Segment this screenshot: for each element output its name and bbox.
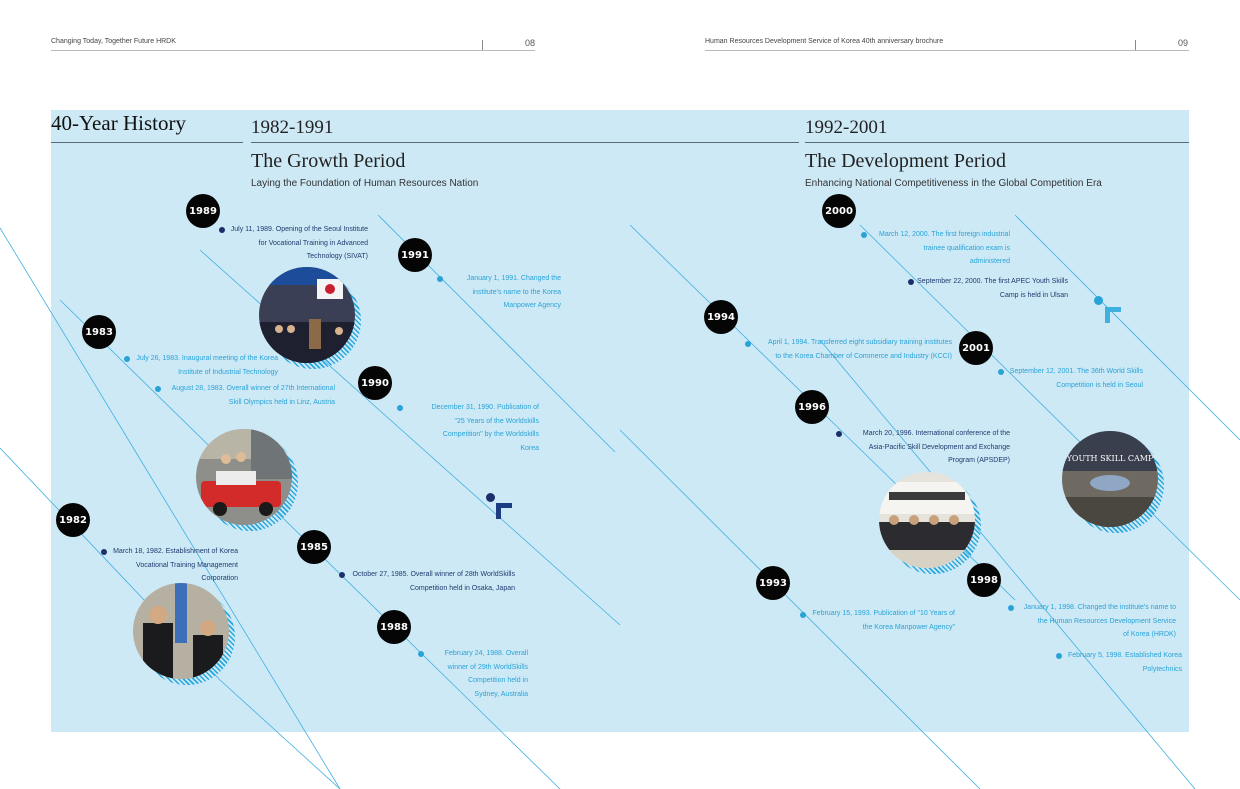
photo-establishment-ceremony bbox=[133, 583, 229, 679]
event-1982-establishment: March 18, 1982. Establishment of Korea V… bbox=[113, 548, 238, 582]
decor-corner-icon bbox=[496, 503, 512, 519]
event-dot bbox=[861, 232, 867, 238]
period2-subtitle: Enhancing National Competitiveness in th… bbox=[805, 178, 1102, 189]
event-2000-apec-camp: September 22, 2000. The first APEC Youth… bbox=[917, 278, 1068, 299]
period2-name: The Development Period bbox=[805, 150, 1007, 172]
event-1988-worldskills: February 24, 1988. Overall winner of 29t… bbox=[444, 650, 528, 698]
event-dot bbox=[219, 227, 225, 233]
event-1993-publication: February 15, 1993. Publication of "10 Ye… bbox=[812, 610, 955, 631]
event-dot bbox=[1008, 605, 1014, 611]
event-dot bbox=[339, 572, 345, 578]
photo-apsdep-conference bbox=[879, 472, 975, 568]
header-rule-right bbox=[705, 50, 1189, 51]
event-dot bbox=[836, 431, 842, 437]
event-dot bbox=[745, 341, 751, 347]
event-dot bbox=[998, 369, 1004, 375]
running-header-right: Human Resources Development Service of K… bbox=[705, 38, 944, 45]
year-badge-1989: 1989 bbox=[186, 194, 220, 228]
period2-rule bbox=[805, 142, 1189, 143]
event-1998-hrdk: January 1, 1998. Changed the institute's… bbox=[1023, 604, 1176, 638]
year-badge-1996: 1996 bbox=[795, 390, 829, 424]
running-header-left: Changing Today, Together Future HRDK bbox=[51, 38, 176, 45]
year-badge-1998: 1998 bbox=[967, 563, 1001, 597]
event-dot bbox=[124, 356, 130, 362]
event-1998-polytechnics: February 5, 1998. Established Korea Poly… bbox=[1067, 652, 1182, 673]
page-number-right: 09 bbox=[1178, 38, 1189, 48]
period1-years: 1982-1991 bbox=[251, 117, 334, 138]
year-badge-1985: 1985 bbox=[297, 530, 331, 564]
photo-parade-car bbox=[196, 429, 292, 525]
event-dot bbox=[437, 276, 443, 282]
header-rule-left bbox=[51, 50, 535, 51]
decor-dot bbox=[1094, 296, 1103, 305]
photo-apec-youth-skill-camp: YOUTH SKILL CAMP bbox=[1062, 431, 1158, 527]
year-badge-1991: 1991 bbox=[398, 238, 432, 272]
year-badge-1993: 1993 bbox=[756, 566, 790, 600]
year-badge-1990: 1990 bbox=[358, 366, 392, 400]
year-badge-1983: 1983 bbox=[82, 315, 116, 349]
year-badge-2000: 2000 bbox=[822, 194, 856, 228]
decor-dot bbox=[486, 493, 495, 502]
header-divider bbox=[1135, 40, 1136, 50]
decor-corner-icon bbox=[1105, 307, 1121, 323]
event-1994-transfer: April 1, 1994. Transferred eight subsidi… bbox=[767, 339, 952, 360]
event-dot bbox=[418, 651, 424, 657]
event-dot bbox=[155, 386, 161, 392]
period2-years: 1992-2001 bbox=[805, 117, 888, 138]
history-panel bbox=[51, 110, 1189, 732]
event-1990-publication: December 31, 1990. Publication of "25 Ye… bbox=[431, 404, 539, 452]
photo-sivat-opening bbox=[259, 267, 355, 363]
event-2001-worldskills: September 12, 2001. The 36th World Skill… bbox=[1009, 368, 1143, 389]
event-1983-skill-olympics: August 28, 1983. Overall winner of 27th … bbox=[171, 385, 335, 406]
event-1985-worldskills: October 27, 1985. Overall winner of 28th… bbox=[352, 571, 515, 592]
event-1991-name-change: January 1, 1991. Changed the institute's… bbox=[466, 275, 561, 309]
event-1983-inaugural: July 26, 1983. Inaugural meeting of the … bbox=[136, 355, 278, 376]
event-dot bbox=[397, 405, 403, 411]
year-badge-1982: 1982 bbox=[56, 503, 90, 537]
event-1989-sivat: July 11, 1989. Opening of the Seoul Inst… bbox=[230, 226, 368, 260]
main-title: 40-Year History bbox=[51, 111, 186, 135]
year-badge-1994: 1994 bbox=[704, 300, 738, 334]
event-2000-trainee-exam: March 12, 2000. The first foreign indust… bbox=[879, 231, 1010, 265]
page-number-left: 08 bbox=[525, 38, 536, 48]
year-badge-2001: 2001 bbox=[959, 331, 993, 365]
year-badge-1988: 1988 bbox=[377, 610, 411, 644]
event-dot bbox=[1056, 653, 1062, 659]
period1-rule bbox=[251, 142, 799, 143]
event-dot bbox=[800, 612, 806, 618]
event-dot bbox=[908, 279, 914, 285]
period1-subtitle: Laying the Foundation of Human Resources… bbox=[251, 178, 479, 189]
event-dot bbox=[101, 549, 107, 555]
header-divider bbox=[482, 40, 483, 50]
period1-name: The Growth Period bbox=[251, 150, 406, 172]
svg-text:YOUTH SKILL CAMP: YOUTH SKILL CAMP bbox=[1066, 454, 1154, 463]
title-rule bbox=[51, 142, 243, 143]
event-1996-apsdep: March 20, 1996. International conference… bbox=[862, 430, 1010, 464]
